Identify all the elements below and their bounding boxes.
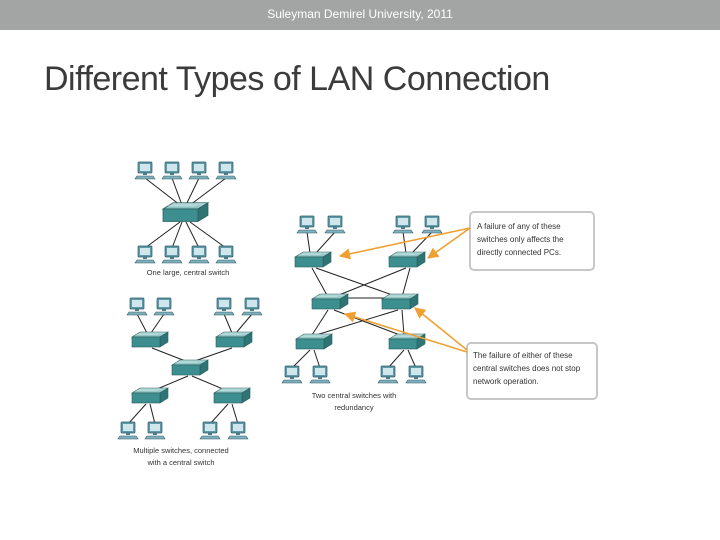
callout-bottom-line3: network operation. [473,377,539,386]
pc-icon [188,161,210,180]
multiple-switch-topology [127,313,253,425]
caption-redundancy-2: redundancy [334,403,373,412]
pc-icon [188,245,210,264]
pc-icon [227,421,249,440]
pc-icon [392,215,414,234]
switch-icon [131,387,169,404]
pc-icon [134,245,156,264]
caption-multiple-switches-1: Multiple switches, connected [133,446,228,455]
switch-icon [215,331,253,348]
callout-bottom-line2: central switches does not stop [473,364,581,373]
pc-icon [215,245,237,264]
caption-central-switch: One large, central switch [147,268,230,277]
pc-icon [161,161,183,180]
central-switch-topology [144,177,227,249]
large-central-switch-icon [162,202,209,222]
arrow-to-central-switch [343,311,468,353]
pc-icon [161,245,183,264]
callout-box-bottom [466,342,598,400]
caption-redundancy-1: Two central switches with [312,391,397,400]
pc-icon [421,215,443,234]
callout-top-line1: A failure of any of these [477,222,561,231]
header-bar: Suleyman Demirel University, 2011 [0,0,720,30]
callout-arrows [338,227,471,353]
switch-icon [388,251,426,268]
switch-icon [388,333,426,350]
pc-icon [377,365,399,384]
pc-icon [309,365,331,384]
switch-icon [294,251,332,268]
switch-icon [131,331,169,348]
pc-icon [241,297,263,316]
arrow-to-switch [338,227,471,260]
pc-icon [405,365,427,384]
switch-icon [213,387,251,404]
arrow-to-switch [427,227,471,259]
central-switch-icon [171,359,209,376]
pc-icon [134,161,156,180]
pc-icon [153,297,175,316]
callout-box-top [469,211,595,271]
pc-icon [281,365,303,384]
pc-icon [215,161,237,180]
caption-multiple-switches-2: with a central switch [146,458,214,467]
slide-title: Different Types of LAN Connection [44,60,550,98]
pc-icon [324,215,346,234]
pc-icon [296,215,318,234]
pc-icon [199,421,221,440]
callout-top-line3: directly connected PCs. [477,248,561,257]
pc-icon [126,297,148,316]
pc-icon [213,297,235,316]
callout-top-line2: switches only affects the [477,235,564,244]
pc-icon [144,421,166,440]
central-switch-icon [381,293,419,310]
callout-bottom-line1: The failure of either of these [473,351,573,360]
central-switch-icon [311,293,349,310]
arrow-to-central-switch [414,307,468,351]
switch-icon [295,333,333,350]
header-text: Suleyman Demirel University, 2011 [267,7,453,21]
pc-icon [117,421,139,440]
